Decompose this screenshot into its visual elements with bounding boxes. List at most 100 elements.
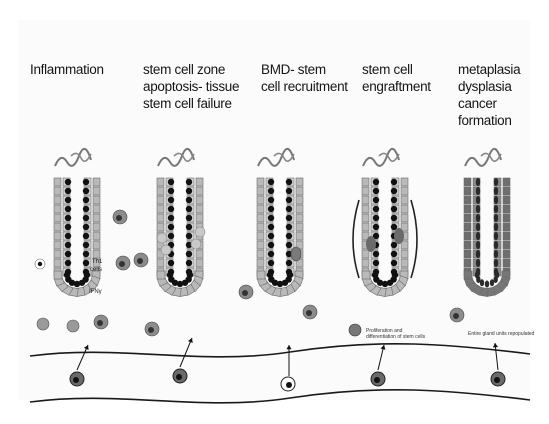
epithelial-cell	[196, 178, 203, 186]
nucleus	[268, 233, 274, 239]
epithelial-cell	[503, 259, 510, 267]
nucleus	[373, 206, 379, 212]
vessel-wall-top	[30, 344, 530, 357]
nucleus	[186, 197, 192, 203]
epithelial-cell	[503, 178, 510, 186]
epithelial-cell	[362, 214, 369, 222]
gland-pit-line	[363, 149, 399, 166]
nucleus	[268, 251, 274, 257]
epithelial-cell	[503, 196, 510, 204]
apoptotic-cell	[157, 233, 167, 243]
epithelial-cell	[401, 205, 408, 213]
nucleus	[83, 251, 89, 257]
epithelial-cell	[503, 187, 510, 195]
nucleus	[83, 242, 89, 248]
inflammatory-cell-nucleus	[116, 215, 122, 221]
nucleus	[494, 232, 498, 240]
epithelial-cell	[157, 205, 164, 213]
engrafted-stem-cell	[366, 236, 376, 252]
epithelial-cell	[93, 178, 100, 186]
epithelial-cell	[196, 259, 203, 267]
epithelial-cell	[503, 214, 510, 222]
epithelial-cell	[93, 241, 100, 249]
epithelial-cell	[401, 214, 408, 222]
bracket-arc	[411, 200, 417, 278]
nucleus	[373, 179, 379, 185]
nucleus	[186, 233, 192, 239]
gland-pit-line	[258, 149, 294, 166]
epithelial-cell	[54, 250, 61, 258]
epithelial-cell	[362, 223, 369, 231]
epithelial-cell	[93, 250, 100, 258]
epithelial-cell	[464, 232, 471, 240]
nucleus	[83, 215, 89, 221]
epithelial-cell	[296, 205, 303, 213]
gland-pit-line	[174, 153, 194, 161]
nucleus	[476, 223, 480, 231]
epithelial-cell	[401, 250, 408, 258]
nucleus	[494, 259, 498, 267]
nucleus	[391, 251, 397, 257]
cell-nucleus	[73, 377, 79, 383]
nucleus	[391, 224, 397, 230]
cell-nucleus	[374, 377, 380, 383]
apoptotic-cell	[161, 245, 171, 255]
nucleus	[476, 214, 480, 222]
nucleus	[475, 272, 479, 279]
gland-pit-line	[481, 153, 501, 161]
apoptotic-cell	[191, 239, 201, 249]
nucleus	[286, 206, 292, 212]
epithelial-cell	[54, 205, 61, 213]
nucleus	[476, 232, 480, 240]
nucleus	[485, 281, 489, 288]
nucleus	[268, 260, 274, 266]
nucleus	[186, 260, 192, 266]
nucleus	[268, 224, 274, 230]
epithelial-cell	[296, 232, 303, 240]
nucleus	[268, 179, 274, 185]
ifn-label: IFNγ	[89, 289, 102, 296]
nucleus	[494, 223, 498, 231]
nucleus	[286, 242, 292, 248]
epithelial-cell	[296, 196, 303, 204]
epithelial-cell	[157, 178, 164, 186]
nucleus	[268, 197, 274, 203]
inflammatory-cell-nucleus	[148, 327, 154, 333]
nucleus	[286, 197, 292, 203]
epithelial-cell	[257, 241, 264, 249]
epithelial-cell	[362, 250, 369, 258]
epithelial-cell	[503, 205, 510, 213]
epithelial-cell	[54, 241, 61, 249]
nucleus	[65, 179, 71, 185]
epithelial-cell	[401, 187, 408, 195]
nucleus	[490, 279, 494, 286]
epithelial-cell	[257, 205, 264, 213]
nucleus	[83, 179, 89, 185]
nucleus	[286, 260, 292, 266]
lymphocyte-nucleus	[38, 262, 42, 266]
gland-pit-line	[465, 149, 501, 166]
nucleus	[64, 272, 70, 278]
epithelial-cell	[257, 232, 264, 240]
epithelial-cell	[93, 214, 100, 222]
nucleus	[83, 197, 89, 203]
epithelial-cell	[257, 223, 264, 231]
nucleus	[168, 224, 174, 230]
epithelial-cell	[503, 250, 510, 258]
nucleus	[476, 241, 480, 249]
nucleus	[494, 187, 498, 195]
epithelial-cell	[296, 178, 303, 186]
nucleus	[476, 196, 480, 204]
bracket-arc	[353, 200, 359, 278]
nucleus	[268, 242, 274, 248]
epithelial-cell	[93, 187, 100, 195]
epithelial-cell	[464, 271, 472, 279]
arrow-head	[380, 345, 385, 350]
gland-pit-line	[71, 153, 91, 161]
nucleus	[391, 260, 397, 266]
nucleus	[168, 197, 174, 203]
nucleus	[168, 179, 174, 185]
epithelial-cell	[362, 205, 369, 213]
nucleus	[391, 188, 397, 194]
apoptotic-cell	[195, 227, 205, 237]
